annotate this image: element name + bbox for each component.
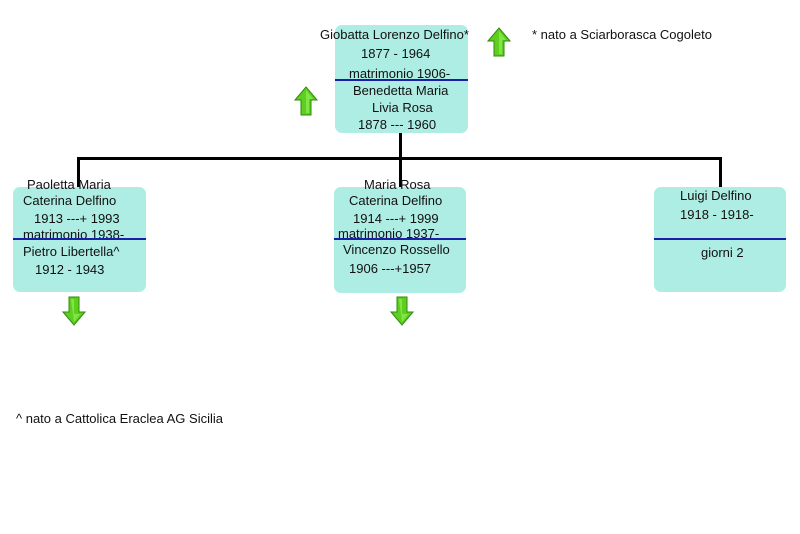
- child-1-marriage: matrimonio 1938-: [23, 227, 125, 242]
- child-1-spouse: Pietro Libertella^: [23, 244, 120, 259]
- arrow-up-icon[interactable]: [294, 86, 318, 116]
- child-3-divider: [654, 238, 786, 240]
- child-3-name: Luigi Delfino: [680, 188, 752, 203]
- connector-child-2: [399, 157, 402, 187]
- note-bottom: ^ nato a Cattolica Eraclea AG Sicilia: [16, 411, 223, 426]
- child-3-years: 1918 - 1918-: [680, 207, 754, 222]
- child-3-note: giorni 2: [701, 245, 744, 260]
- parent-marriage: matrimonio 1906-: [349, 66, 451, 81]
- connector-parent-vertical: [399, 133, 402, 160]
- child-box-2[interactable]: [334, 187, 466, 293]
- child-1-years: 1913 ---+ 1993: [34, 211, 120, 226]
- child-1-divider: [13, 238, 146, 240]
- child-2-divider: [334, 238, 466, 240]
- father-years: 1877 - 1964: [361, 46, 431, 61]
- arrow-up-icon[interactable]: [487, 27, 511, 57]
- child-2-years: 1914 ---+ 1999: [353, 211, 439, 226]
- child-1-name-1: Paoletta Maria: [27, 177, 111, 192]
- parent-divider: [335, 79, 468, 81]
- note-top: * nato a Sciarborasca Cogoleto: [532, 27, 712, 42]
- child-2-marriage: matrimonio 1937-: [338, 226, 440, 241]
- child-2-spouse-years: 1906 ---+1957: [349, 261, 432, 276]
- child-2-name-2: Caterina Delfino: [349, 193, 443, 208]
- child-1-name-2: Caterina Delfino: [23, 193, 117, 208]
- mother-name-2: Livia Rosa: [372, 100, 433, 115]
- child-2-spouse: Vincenzo Rossello: [343, 242, 450, 257]
- arrow-down-icon[interactable]: [390, 296, 414, 326]
- mother-years: 1878 --- 1960: [358, 117, 437, 132]
- mother-name-1: Benedetta Maria: [353, 83, 449, 98]
- father-name: Giobatta Lorenzo Delfino*: [320, 27, 469, 42]
- child-1-spouse-years: 1912 - 1943: [35, 262, 105, 277]
- child-2-name-1: Maria Rosa: [364, 177, 431, 192]
- connector-child-3: [719, 157, 722, 187]
- connector-child-1: [77, 157, 80, 187]
- arrow-down-icon[interactable]: [62, 296, 86, 326]
